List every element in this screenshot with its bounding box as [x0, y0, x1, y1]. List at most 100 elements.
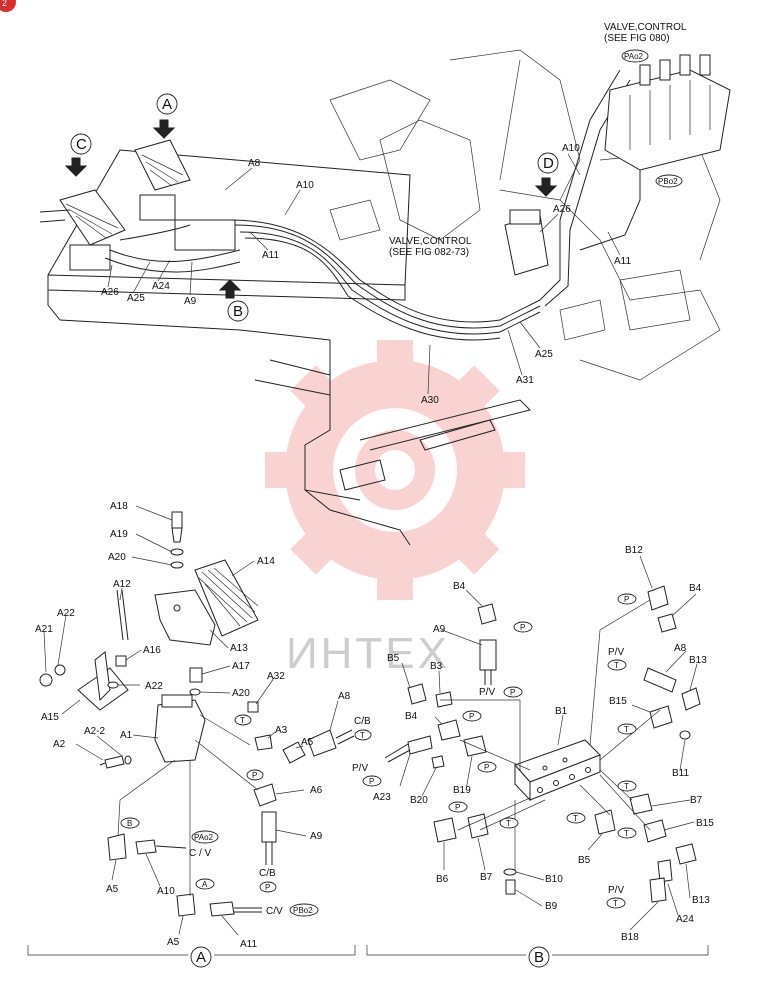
label-cb-1: C/B: [354, 716, 371, 727]
svg-text:P: P: [252, 771, 257, 780]
svg-text:T: T: [624, 782, 629, 791]
callout-b18: B18: [621, 932, 639, 943]
svg-text:P: P: [624, 595, 629, 604]
svg-text:P: P: [265, 883, 270, 892]
manifold-block-b1: [514, 739, 601, 802]
svg-text:T: T: [506, 819, 511, 828]
callout-b15-lower: B15: [696, 818, 714, 829]
callout-b20: B20: [410, 795, 428, 806]
port-tag-t-b6: T: [617, 827, 637, 839]
callout-a22: A22: [57, 608, 75, 619]
callout-a3: A3: [275, 725, 288, 736]
callout-b7: B7: [690, 795, 703, 806]
callout-a32: A32: [267, 671, 285, 682]
svg-text:T: T: [613, 899, 618, 908]
port-tag-t-a2: T: [354, 729, 372, 741]
callout-a1: A1: [120, 730, 133, 741]
callout-a9: A9: [310, 831, 323, 842]
svg-text:D: D: [543, 155, 554, 172]
svg-text:PBo2: PBo2: [658, 177, 678, 186]
port-tag-t-b3: T: [617, 780, 637, 792]
section-divider-b: B: [366, 945, 709, 968]
port-tag-p-a1: P: [246, 769, 264, 781]
svg-text:T: T: [614, 661, 619, 670]
svg-text:A: A: [162, 96, 172, 113]
callout-a18: A18: [110, 501, 128, 512]
section-divider-a: A: [27, 945, 356, 968]
port-tag-pb02-a: PBo2: [289, 903, 319, 917]
callout-b10: B10: [545, 874, 563, 885]
callout-a9-b: A9: [433, 624, 446, 635]
note-control-valve-fig080: VALVE,CONTROL (SEE FIG 080): [604, 22, 687, 44]
svg-text:T: T: [624, 829, 629, 838]
callout-a22-lower: A22: [145, 681, 163, 692]
corner-badge-text: 2: [2, 0, 7, 8]
port-tag-pa02-top: PAo2: [621, 49, 649, 63]
callout-a19: A19: [110, 529, 128, 540]
svg-text:(SEE FIG 082-73): (SEE FIG 082-73): [389, 247, 469, 258]
callout-a5-bottom: A5: [167, 937, 180, 948]
control-valve-right: [604, 54, 731, 171]
callout-a26-right: A26: [553, 204, 571, 215]
callout-a11: A11: [240, 939, 257, 950]
svg-text:VALVE,CONTROL: VALVE,CONTROL: [389, 236, 472, 247]
svg-text:T: T: [573, 814, 578, 823]
label-cv-2: C/V: [266, 906, 283, 917]
callout-b5-lower: B5: [578, 855, 591, 866]
callout-b5: B5: [387, 653, 400, 664]
port-tag-t-b2: T: [617, 723, 637, 735]
port-tag-pa02-a: PAo2: [191, 830, 219, 844]
callout-a10-right: A10: [562, 143, 580, 154]
callout-a8: A8: [338, 691, 351, 702]
callout-a21: A21: [35, 624, 53, 635]
note-control-valve-fig082: VALVE,CONTROL (SEE FIG 082-73): [389, 236, 472, 258]
callout-b3: B3: [430, 661, 443, 672]
callout-a11-right: A11: [614, 256, 631, 267]
callout-b1: B1: [555, 706, 568, 717]
svg-text:C: C: [76, 136, 87, 153]
callout-a10: A10: [157, 886, 175, 897]
callout-b7-lower: B7: [480, 872, 493, 883]
callout-b4-mid: B4: [405, 711, 418, 722]
callout-a5-lower: A5: [106, 884, 119, 895]
callout-pv-2: P/V: [608, 647, 624, 658]
port-tag-t-a1: T: [234, 714, 252, 726]
callout-a8: A8: [248, 158, 261, 169]
port-tag-t-b1: T: [607, 659, 627, 671]
corner-badge: 2: [0, 0, 16, 12]
section-a-exploded-view: A18 A19 A20 A14 A12 A22 A21 A16 A13 A17 …: [35, 501, 372, 950]
view-marker-a: A: [156, 93, 178, 115]
callout-b19: B19: [453, 785, 471, 796]
callout-a12: A12: [113, 579, 131, 590]
svg-text:(SEE FIG 080): (SEE FIG 080): [604, 33, 670, 44]
callout-a13: A13: [230, 643, 248, 654]
svg-text:T: T: [624, 725, 629, 734]
section-b-exploded-view: B12 B4 B4 A9 A8 B13 B5 B3 P/V P/V P/V P/…: [352, 545, 714, 943]
svg-text:VALVE,CONTROL: VALVE,CONTROL: [604, 22, 687, 33]
callout-a2: A2: [53, 739, 66, 750]
callout-b15: B15: [609, 696, 627, 707]
port-tag-t-b4: T: [499, 817, 519, 829]
callout-b13-lower: B13: [692, 895, 710, 906]
label-cb-2: C/B: [259, 868, 276, 879]
svg-text:PAo2: PAo2: [194, 833, 214, 842]
callout-a26: A26: [101, 287, 119, 298]
callout-a15: A15: [41, 712, 59, 723]
port-tag-p-b4: P: [462, 710, 482, 722]
svg-text:P: P: [455, 803, 460, 812]
callout-a14: A14: [257, 556, 275, 567]
svg-text:PAo2: PAo2: [624, 52, 644, 61]
view-marker-c: C: [70, 133, 92, 155]
port-tag-p-b2: P: [617, 593, 637, 605]
svg-text:P: P: [469, 712, 474, 721]
callout-a8-b: A8: [674, 643, 687, 654]
view-marker-d: D: [537, 152, 559, 174]
svg-text:P: P: [510, 688, 515, 697]
svg-text:T: T: [360, 731, 365, 740]
port-tag-p-a2: P: [259, 881, 277, 893]
svg-text:B: B: [127, 819, 132, 828]
control-valve-center: [504, 209, 549, 276]
view-marker-b: B: [227, 300, 249, 322]
port-tag-p-b7: P: [448, 801, 468, 813]
